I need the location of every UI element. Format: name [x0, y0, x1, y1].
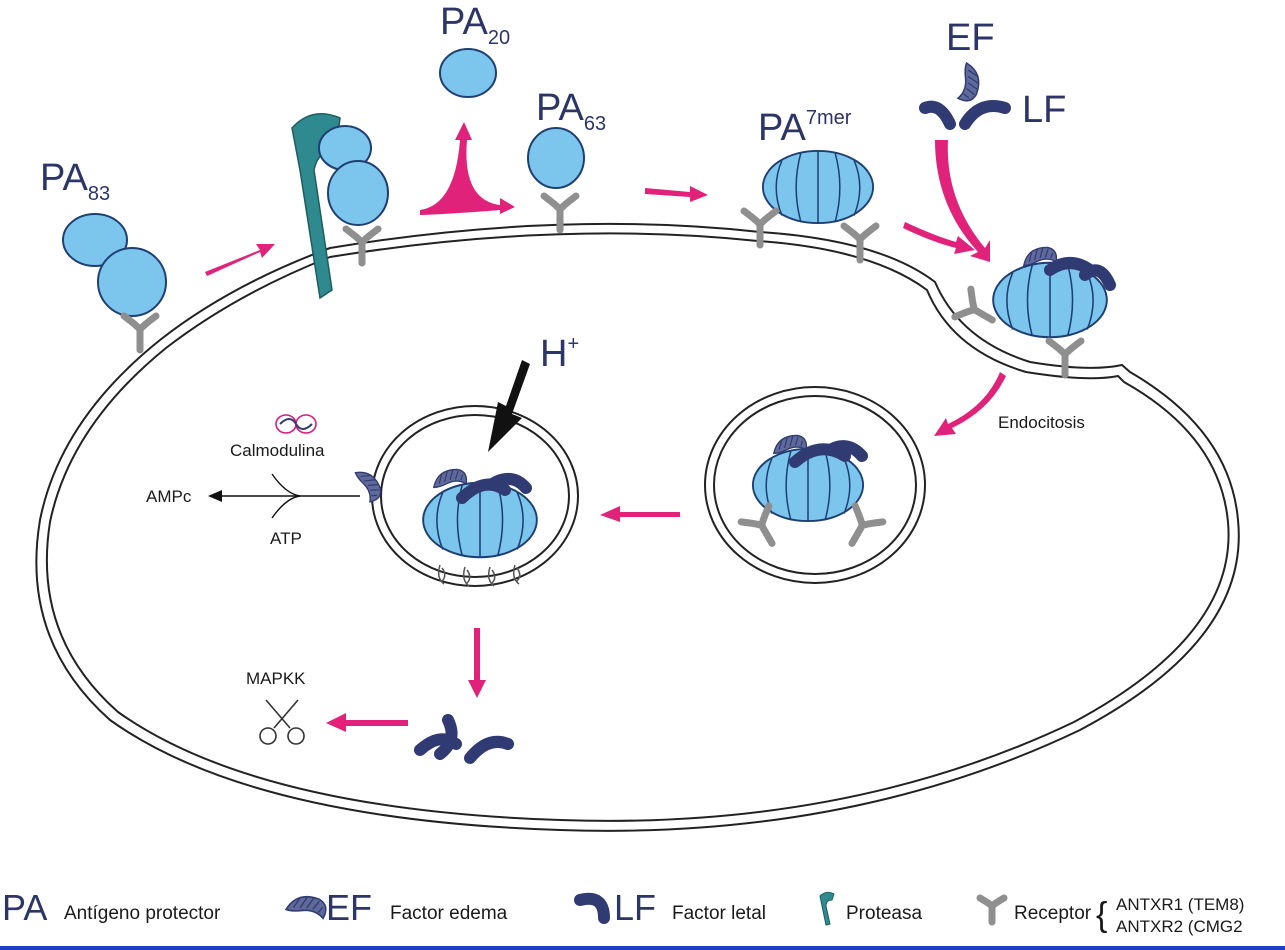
arrow-7 — [326, 713, 408, 732]
arrow-4 — [903, 222, 975, 254]
legend-pa-symbol: PA — [2, 887, 47, 928]
protease-legend-icon — [819, 891, 835, 926]
pa20-fragment: PA20 — [439, 1, 510, 98]
ef-activity: Calmodulina AMPc ATP — [146, 414, 385, 548]
legend-lf-symbol: LF — [614, 887, 656, 928]
mapkk-scissors-icon: MAPKK — [246, 669, 306, 745]
legend-ef-symbol: EF — [326, 887, 372, 928]
label-ef: EF — [946, 17, 995, 59]
label-pa7mer: PA7mer — [758, 107, 852, 149]
legend-brace: { — [1096, 896, 1107, 934]
legend-receptor-text: Receptor — [1014, 903, 1092, 924]
label-pa20: PA20 — [440, 1, 510, 49]
legend-pa: PA Antígeno protector — [2, 887, 221, 928]
endosome-right — [704, 386, 926, 584]
arrow-3 — [935, 140, 990, 262]
legend-lf-text: Factor letal — [672, 903, 766, 924]
label-endocitosis: Endocitosis — [998, 413, 1085, 432]
arrow-5 — [600, 506, 680, 522]
label-lf: LF — [1022, 89, 1066, 131]
pa-heptamer: PA7mer — [744, 107, 876, 260]
legend-protease-text: Proteasa — [846, 903, 922, 924]
legend-pa-text: Antígeno protector — [64, 903, 221, 924]
legend-lf: LF Factor letal — [574, 887, 766, 928]
arrow-1 — [205, 244, 275, 276]
label-h-plus: H+ — [540, 333, 579, 375]
pa63-fragment: PA63 — [527, 87, 606, 230]
toxin-complex-binding — [955, 246, 1116, 375]
label-mapkk: MAPKK — [246, 669, 306, 688]
label-atp: ATP — [270, 529, 302, 548]
legend-receptor: Receptor { ANTXR1 (TEM8) ANTXR2 (CMG2 — [976, 894, 1244, 936]
receptor-legend-icon — [976, 894, 1008, 926]
bottom-bar — [0, 946, 1285, 950]
pa83-molecule: PA83 — [40, 157, 167, 350]
arrow-6 — [468, 628, 486, 698]
arrow-2 — [645, 186, 708, 202]
legend-protease: Proteasa — [819, 891, 922, 926]
arrow-endocytosis — [934, 372, 1006, 436]
label-ampc: AMPc — [146, 487, 192, 506]
legend-receptor-type-2: ANTXR2 (CMG2 — [1116, 917, 1243, 936]
cell-membrane — [35, 222, 1240, 832]
legend-ef-text: Factor edema — [390, 903, 508, 924]
label-calmodulina: Calmodulina — [230, 441, 325, 460]
legend: PA Antígeno protector EF Factor edema LF… — [2, 887, 1244, 936]
proton-arrow — [488, 360, 530, 452]
label-pa63: PA63 — [536, 87, 606, 135]
protease-cleavage — [291, 113, 389, 300]
legend-ef: EF Factor edema — [285, 887, 508, 928]
label-pa83: PA83 — [40, 157, 110, 205]
legend-receptor-type-1: ANTXR1 (TEM8) — [1116, 895, 1244, 914]
arrow-split — [420, 122, 515, 215]
ef-lf-free: EF LF — [919, 17, 1066, 131]
endosome-left: H+ — [371, 333, 579, 587]
lf-released — [414, 714, 514, 764]
